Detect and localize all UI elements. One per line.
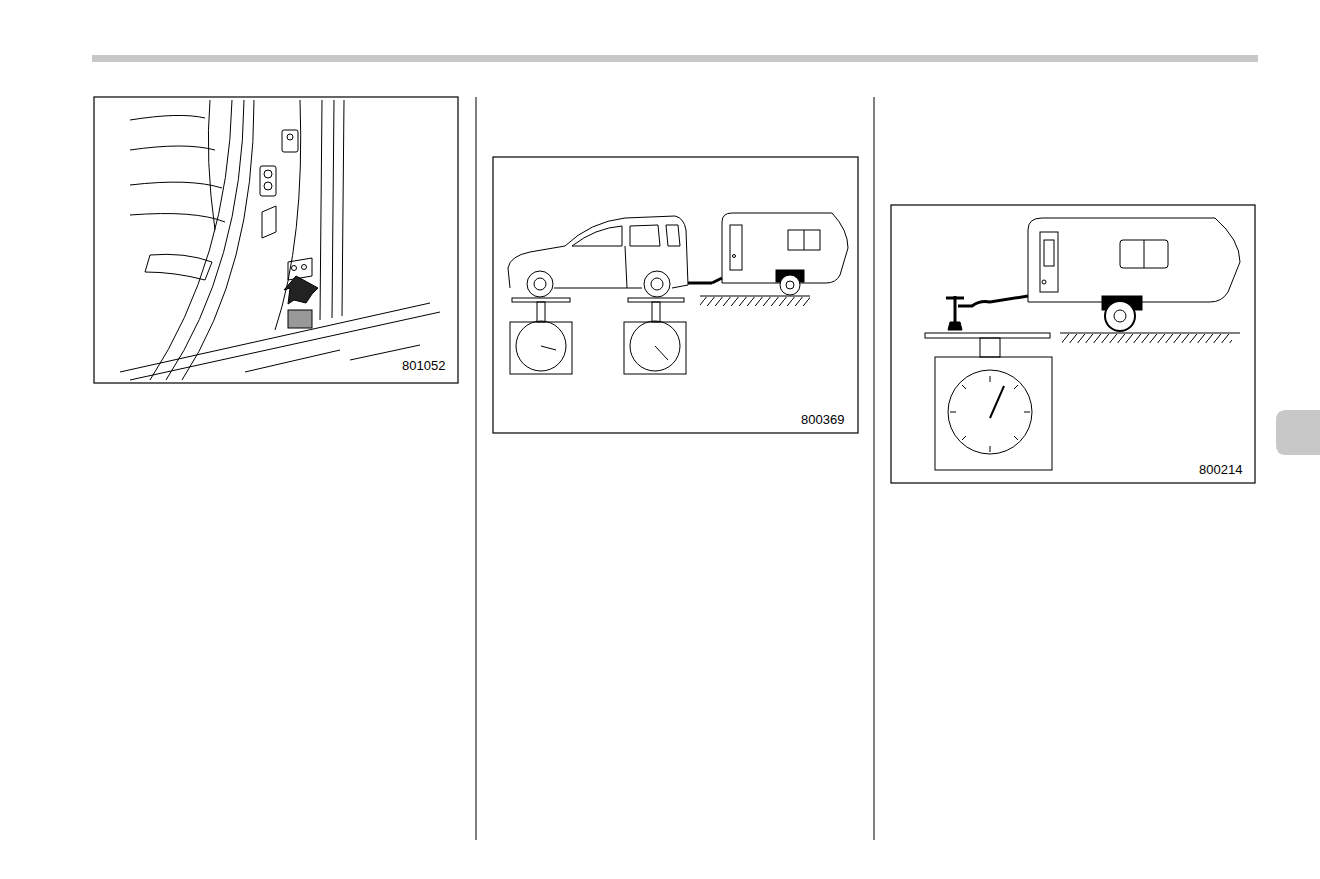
figure-number: 801052 [400,358,447,373]
label-plate [288,310,312,328]
pointer-arrow [284,276,318,304]
figure-number: 800214 [1197,462,1244,477]
ground-line [700,296,810,297]
figure-number: 800369 [799,412,846,427]
header-bar [92,55,1258,62]
ground-hatch [700,297,810,306]
door-pillar-figure [94,97,458,383]
ground-line [1060,333,1240,334]
tongue-weight-figure [891,205,1255,483]
column-divider [874,97,875,840]
column-divider [476,97,477,840]
section-tab [1276,410,1320,455]
ground-hatch [1062,334,1232,343]
vehicle-weighing-figure [493,157,858,433]
